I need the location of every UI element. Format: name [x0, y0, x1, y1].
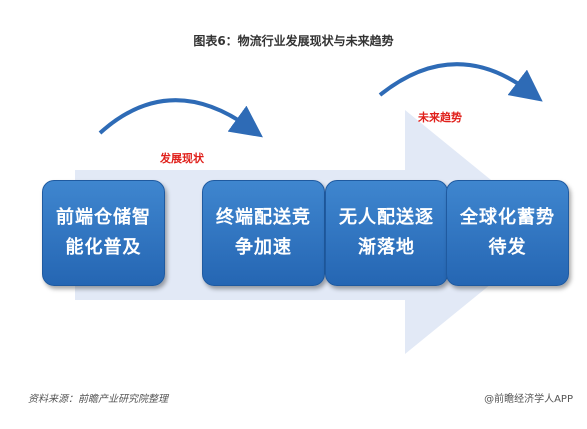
label-future-trend: 未来趋势: [418, 111, 462, 124]
step-box-2: 终端配送竞争加速: [202, 180, 325, 286]
step-box-3: 无人配送逐渐落地: [325, 180, 448, 286]
step-text-3: 无人配送逐渐落地: [339, 207, 434, 258]
label-current-status: 发展现状: [160, 152, 204, 165]
step-box-4: 全球化蓄势待发: [446, 180, 569, 286]
step-box-1: 前端仓储智能化普及: [42, 180, 165, 286]
curve-arrow-current: [98, 98, 263, 138]
curve-arrow-future: [378, 62, 543, 102]
step-text-1: 前端仓储智能化普及: [56, 207, 151, 258]
page-title: 图表6：物流行业发展现状与未来趋势: [193, 34, 394, 48]
step-text-4: 全球化蓄势待发: [460, 207, 555, 258]
step-text-2: 终端配送竞争加速: [216, 207, 311, 258]
source-note: 资料来源：前瞻产业研究院整理: [28, 394, 168, 405]
brand-credit: @前瞻经济学人APP: [484, 394, 573, 405]
